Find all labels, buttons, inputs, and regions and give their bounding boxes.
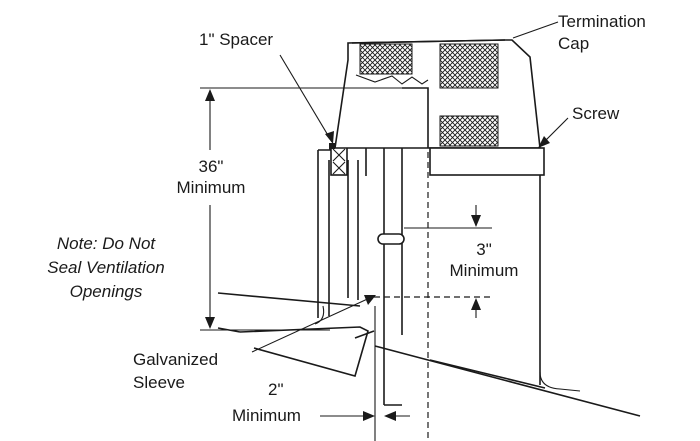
label-spacer: 1" Spacer [199,30,273,49]
spacer-x-marks [332,148,346,175]
roof-underside [239,326,369,377]
leader-spacer [279,54,333,143]
cap-mesh-lower [439,115,499,147]
note-line-1: Note: Do Not [57,234,157,253]
leader-sleeve-arrow [364,295,376,305]
cap-mesh-right [439,43,499,89]
cap-inner-pipe [402,87,429,148]
label-screw: Screw [572,104,620,123]
cap-cutaway [355,74,429,85]
cap-mesh-left [359,43,413,75]
leader-termination-cap [512,21,559,39]
note-line-3: Openings [70,282,143,301]
label-termination-cap-1: Termination [558,12,646,31]
cap-top [351,39,506,44]
leader-screw-arrow [538,136,550,148]
housing-right-base-curve [539,371,581,392]
chimney-housing [317,123,581,392]
note-line-2: Seal Ventilation [47,258,165,277]
dimension-3-minimum [374,205,492,318]
leader-spacer-arrow [325,131,334,144]
dim-36-arrow-down [205,317,215,329]
roof-flashing-curve [314,305,325,325]
dimension-2-minimum [320,306,410,441]
label-sleeve-1: Galvanized [133,350,218,369]
dim-3-arrow-up [471,298,481,310]
label-gap-value: 3" [476,240,492,259]
leader-sleeve [251,295,375,353]
roof-lower-line [217,327,641,417]
dimension-36-minimum [200,87,404,331]
label-gap-unit: Minimum [450,261,519,280]
label-height-unit: Minimum [177,178,246,197]
termination-cap [334,39,545,176]
spacer-marker [329,143,335,149]
dim-2-arrow-left [384,411,396,421]
dim-3-arrow-down [471,215,481,227]
dim-36-arrow-up [205,89,215,101]
roof-upper-line [217,292,546,389]
sleeve-clip [377,233,405,245]
dim-2-arrow-right [363,411,375,421]
cap-collar [429,147,545,176]
label-height-value: 36" [199,157,224,176]
label-sleeve-2: Sleeve [133,373,185,392]
label-termination-cap-2: Cap [558,34,589,53]
label-clearance-value: 2" [268,380,284,399]
label-clearance-unit: Minimum [232,406,301,425]
